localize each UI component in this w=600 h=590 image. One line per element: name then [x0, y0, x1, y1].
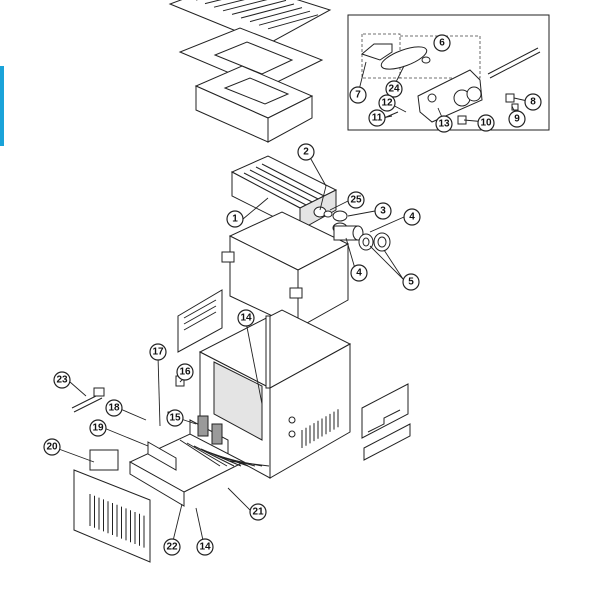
callout-label: 21	[252, 507, 264, 518]
callout-label: 20	[46, 442, 58, 453]
access-panels	[361, 383, 411, 461]
callout-label: 9	[514, 114, 520, 125]
callout-4: 4	[350, 264, 368, 282]
callout-label: 25	[350, 195, 362, 206]
callout-label: 3	[380, 206, 386, 217]
callout-1: 1	[226, 210, 244, 228]
callout-13: 13	[435, 115, 453, 133]
flue-collector	[194, 65, 314, 143]
callout-24: 24	[385, 80, 403, 98]
callout-label: 14	[240, 313, 252, 324]
callout-label: 12	[381, 98, 393, 109]
callout-label: 17	[152, 347, 164, 358]
callout-label: 13	[438, 119, 450, 130]
callout-11: 11	[368, 109, 386, 127]
callout-25: 25	[347, 191, 365, 209]
burner-tray	[89, 433, 270, 507]
accent-bar	[0, 66, 4, 146]
callout-3: 3	[374, 202, 392, 220]
side-panel	[177, 289, 223, 353]
callout-9: 9	[508, 110, 526, 128]
callout-label: 4	[356, 268, 362, 279]
callout-label: 7	[355, 90, 361, 101]
callout-label: 18	[108, 403, 120, 414]
callout-label: 4	[409, 212, 415, 223]
callout-5: 5	[402, 273, 420, 291]
callout-4: 4	[403, 208, 421, 226]
callout-label: 1	[232, 214, 238, 225]
callout-22: 22	[163, 538, 181, 556]
callout-10: 10	[477, 114, 495, 132]
callout-label: 10	[480, 118, 492, 129]
callout-label: 16	[179, 367, 191, 378]
callout-label: 15	[169, 413, 181, 424]
callout-20: 20	[43, 438, 61, 456]
callout-label: 2	[303, 147, 309, 158]
callout-label: 5	[408, 277, 414, 288]
callout-label: 14	[199, 542, 211, 553]
callout-17: 17	[149, 343, 167, 361]
callout-label: 11	[372, 113, 383, 124]
callout-7: 7	[349, 86, 367, 104]
callout-23: 23	[53, 371, 71, 389]
callout-14: 14	[196, 538, 214, 556]
callout-15: 15	[166, 409, 184, 427]
callout-16: 16	[176, 363, 194, 381]
callout-label: 24	[388, 84, 400, 95]
callout-18: 18	[105, 399, 123, 417]
cabinet	[198, 309, 352, 479]
callout-label: 6	[439, 38, 445, 49]
callout-21: 21	[249, 503, 267, 521]
callout-12: 12	[378, 94, 396, 112]
callout-6: 6	[433, 34, 451, 52]
callout-label: 19	[92, 423, 104, 434]
callout-2: 2	[297, 143, 315, 161]
callout-label: 8	[530, 97, 536, 108]
top-cover	[168, 0, 332, 45]
callout-8: 8	[524, 93, 542, 111]
callout-14: 14	[237, 309, 255, 327]
combustion-chamber	[221, 211, 350, 329]
callout-label: 23	[56, 375, 68, 386]
callout-label: 22	[166, 542, 178, 553]
front-door	[73, 469, 151, 563]
header-fittings	[313, 206, 391, 252]
callout-19: 19	[89, 419, 107, 437]
